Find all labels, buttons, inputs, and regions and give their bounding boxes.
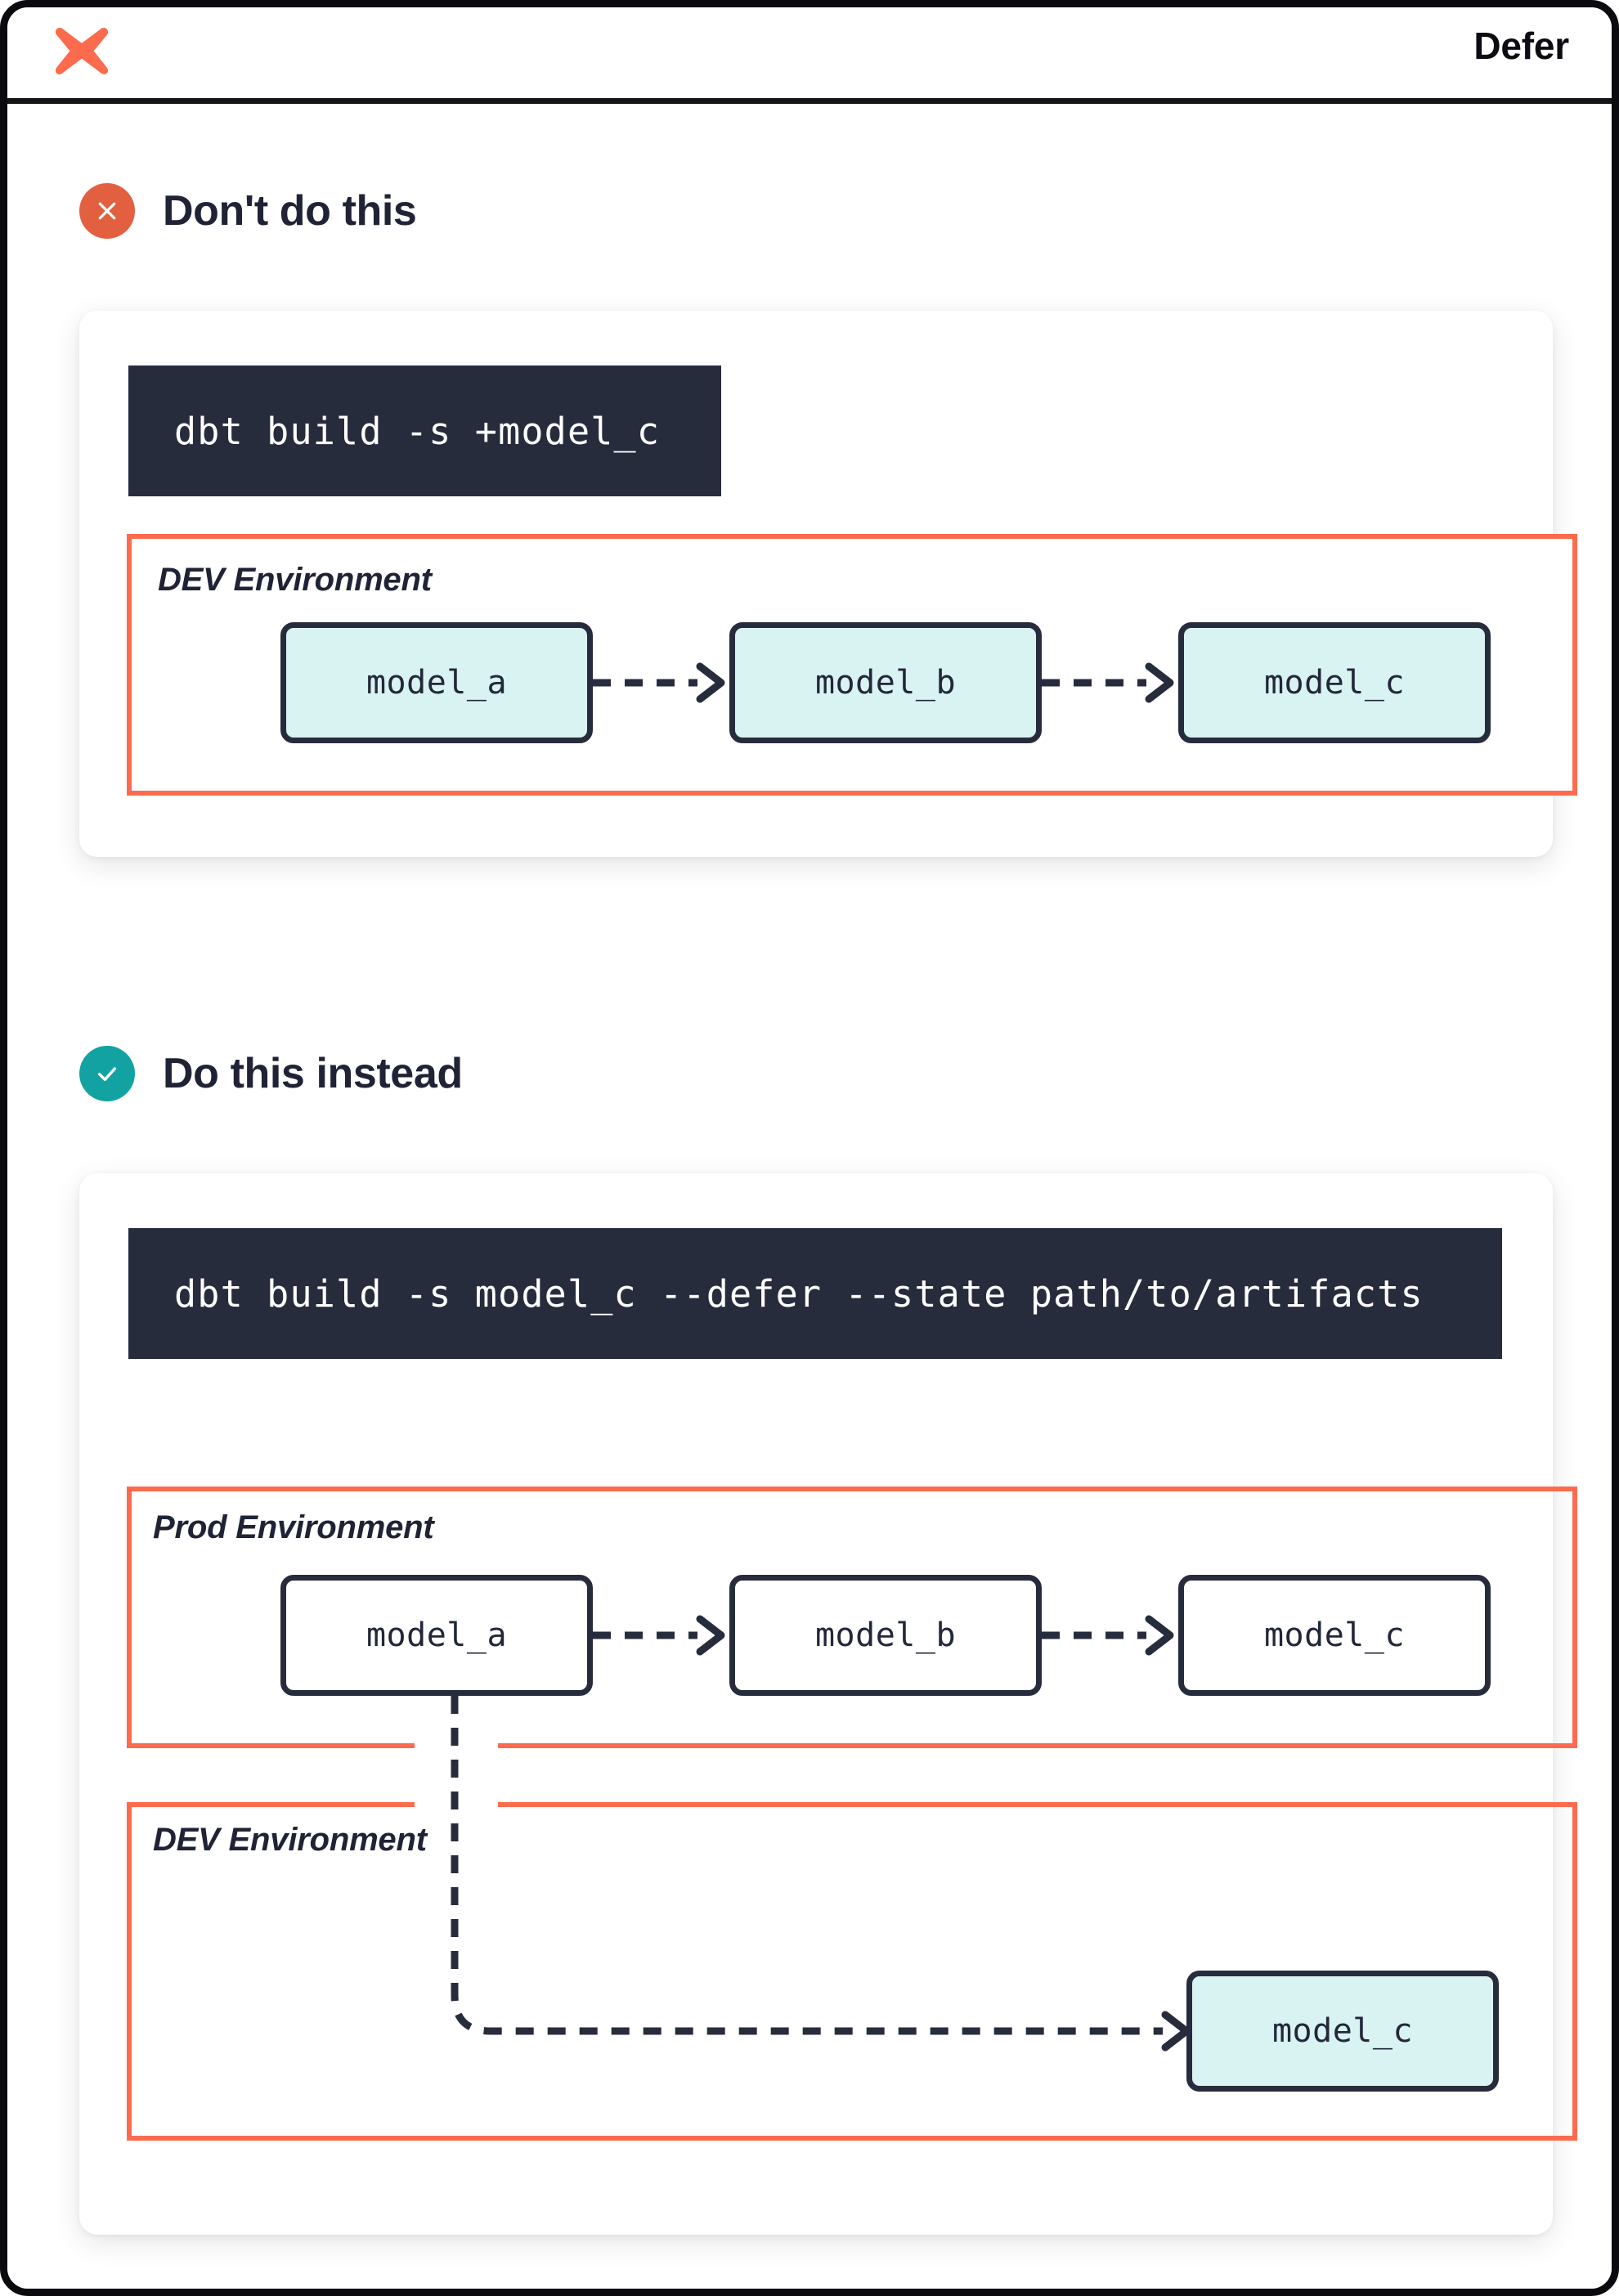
close-circle-icon [79,183,135,239]
arrow-b-to-c-prod [1042,1615,1174,1656]
card-do: dbt build -s model_c --defer --state pat… [79,1173,1577,2235]
env-box-dev-do-top-edge-left [127,1802,415,1807]
section-title-dont: Don't do this [163,187,417,235]
env-box-prod-bottom-edge-right [498,1743,1577,1748]
node-model-c-prod[interactable]: model_c [1178,1575,1491,1696]
check-circle-icon [79,1046,135,1101]
node-model-c-dev-dont[interactable]: model_c [1178,622,1491,743]
dbt-logo-icon [47,22,117,92]
env-box-prod-right-edge [1572,1487,1577,1748]
code-block-do: dbt build -s model_c --defer --state pat… [128,1228,1502,1359]
env-box-prod-bottom-edge-left [127,1743,415,1748]
page-title: Defer [1473,25,1569,67]
section-header-do: Do this instead [79,1046,463,1101]
card-dont: dbt build -s +model_c DEV Environment mo… [79,311,1577,857]
node-model-b-prod[interactable]: model_b [729,1575,1042,1696]
env-box-prod-left-edge [127,1487,132,1748]
node-model-b-dev-dont[interactable]: model_b [729,622,1042,743]
env-box-prod-top-edge [127,1487,1577,1491]
node-model-a-prod[interactable]: model_a [280,1575,593,1696]
page-body: Don't do this dbt build -s +model_c DEV … [7,104,1612,2289]
arrow-a-to-b-prod [593,1615,725,1656]
section-title-do: Do this instead [163,1050,463,1097]
header-bar: Defer [7,7,1612,104]
node-model-a-dev-dont[interactable]: model_a [280,622,593,743]
env-box-dev-do-left-edge [127,1802,132,2141]
node-model-c-dev-do[interactable]: model_c [1186,1971,1499,2092]
env-label-prod: Prod Environment [153,1509,434,1545]
env-box-dev-do-right-edge [1572,1802,1577,2141]
env-label-dev-do: DEV Environment [153,1822,427,1858]
env-box-dev-do-top-edge-right [498,1802,1577,1807]
env-label-dev-dont: DEV Environment [158,562,432,598]
section-header-dont: Don't do this [79,183,417,239]
code-block-dont: dbt build -s +model_c [128,365,721,496]
env-box-dev-do-bottom-edge [127,2136,1577,2141]
